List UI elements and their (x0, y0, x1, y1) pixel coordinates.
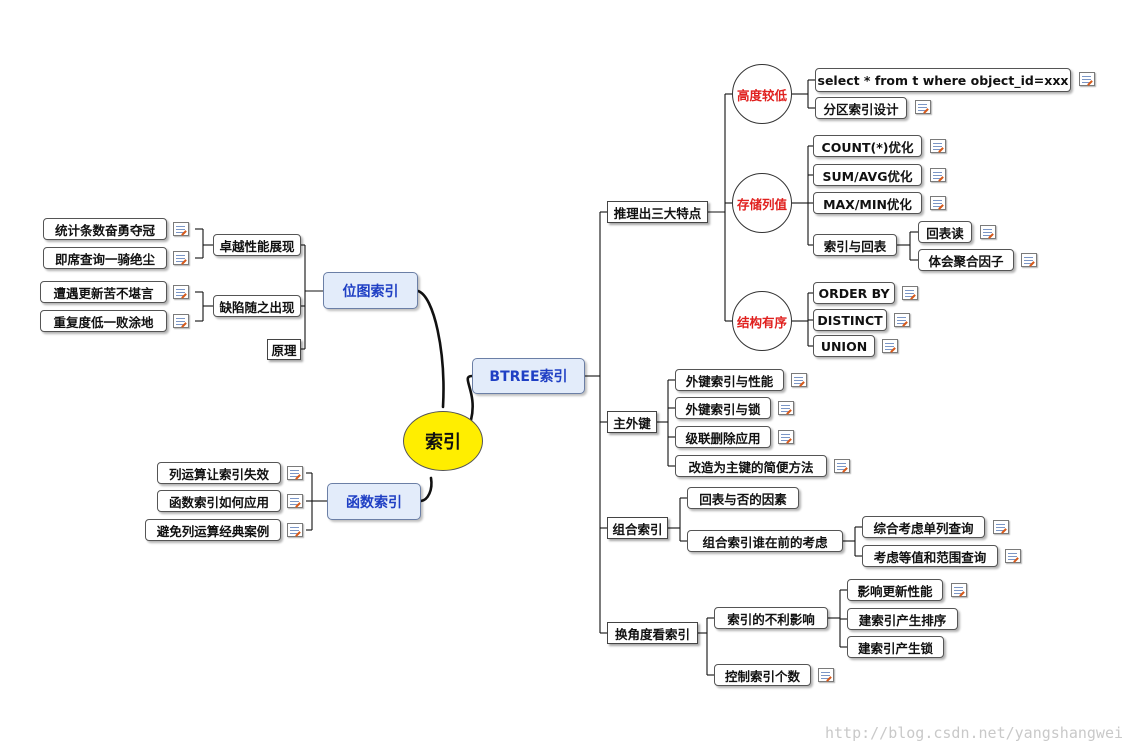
clustering-factor-item[interactable]: 体会聚合因子 (918, 249, 1014, 271)
stores-values-node[interactable]: 存储列值 (732, 173, 792, 233)
bitmap-performance-node[interactable]: 卓越性能展现 (213, 234, 301, 256)
note-icon[interactable] (778, 430, 794, 444)
watermark: http://blog.csdn.net/yangshangwei (824, 724, 1123, 742)
low-height-node[interactable]: 高度较低 (732, 64, 792, 124)
bitmap-branch[interactable]: 位图索引 (323, 272, 418, 309)
adverse-effect-item[interactable]: 建索引产生锁 (847, 636, 944, 658)
three-features-node[interactable]: 推理出三大特点 (607, 201, 708, 223)
bitmap-principle-node[interactable]: 原理 (267, 339, 301, 360)
foreign-key-item[interactable]: 外键索引与性能 (675, 369, 784, 391)
note-icon[interactable] (980, 225, 996, 239)
low-height-item[interactable]: 分区索引设计 (815, 97, 907, 119)
note-icon[interactable] (173, 222, 189, 236)
note-icon[interactable] (173, 285, 189, 299)
composite-sub-item[interactable]: 考虑等值和范围查询 (862, 545, 998, 567)
note-icon[interactable] (791, 373, 807, 387)
btree-branch[interactable]: BTREE索引 (472, 358, 585, 394)
note-icon[interactable] (778, 401, 794, 415)
function-branch[interactable]: 函数索引 (327, 483, 421, 520)
composite-item[interactable]: 组合索引谁在前的考虑 (687, 530, 843, 552)
bitmap-performance-item[interactable]: 即席查询一骑绝尘 (43, 247, 167, 269)
note-icon[interactable] (894, 313, 910, 327)
note-icon[interactable] (930, 196, 946, 210)
bitmap-defects-item[interactable]: 重复度低一败涂地 (40, 310, 167, 332)
foreign-key-item[interactable]: 改造为主键的简便方法 (675, 455, 827, 477)
adverse-effect-item[interactable]: 影响更新性能 (847, 579, 943, 601)
adverse-effect-item[interactable]: 建索引产生排序 (847, 608, 958, 630)
bitmap-defects-node[interactable]: 缺陷随之出现 (213, 295, 301, 317)
note-icon[interactable] (173, 251, 189, 265)
ordered-item[interactable]: DISTINCT (813, 309, 887, 331)
note-icon[interactable] (287, 494, 303, 508)
function-index-item[interactable]: 函数索引如何应用 (157, 490, 281, 512)
function-index-item[interactable]: 列运算让索引失效 (157, 462, 281, 484)
note-icon[interactable] (930, 168, 946, 182)
composite-sub-item[interactable]: 综合考虑单列查询 (862, 516, 985, 538)
bitmap-defects-item[interactable]: 遭遇更新苦不堪言 (40, 281, 167, 303)
bitmap-performance-item[interactable]: 统计条数奋勇夺冠 (43, 218, 167, 240)
note-icon[interactable] (818, 668, 834, 682)
note-icon[interactable] (1021, 253, 1037, 267)
ordered-item[interactable]: ORDER BY (813, 282, 895, 304)
stores-values-item[interactable]: SUM/AVG优化 (813, 164, 922, 186)
ordered-structure-node[interactable]: 结构有序 (732, 291, 792, 351)
stores-values-item[interactable]: COUNT(*)优化 (813, 135, 922, 157)
note-icon[interactable] (173, 314, 189, 328)
low-height-item[interactable]: select * from t where object_id=xxx (815, 68, 1071, 92)
note-icon[interactable] (1079, 72, 1095, 86)
note-icon[interactable] (882, 339, 898, 353)
note-icon[interactable] (915, 100, 931, 114)
another-angle-item[interactable]: 控制索引个数 (714, 664, 811, 686)
note-icon[interactable] (834, 459, 850, 473)
ordered-item[interactable]: UNION (813, 335, 875, 357)
note-icon[interactable] (993, 520, 1009, 534)
stores-values-item[interactable]: MAX/MIN优化 (813, 192, 922, 214)
function-index-item[interactable]: 避免列运算经典案例 (145, 519, 281, 541)
foreign-key-item[interactable]: 外键索引与锁 (675, 397, 771, 419)
table-access-item[interactable]: 回表读 (918, 221, 972, 243)
foreign-key-item[interactable]: 级联删除应用 (675, 426, 771, 448)
note-icon[interactable] (951, 583, 967, 597)
note-icon[interactable] (1005, 549, 1021, 563)
note-icon[interactable] (902, 286, 918, 300)
stores-values-item[interactable]: 索引与回表 (813, 234, 897, 256)
root-node[interactable]: 索引 (403, 411, 483, 471)
composite-index-node[interactable]: 组合索引 (607, 517, 668, 539)
note-icon[interactable] (930, 139, 946, 153)
note-icon[interactable] (287, 466, 303, 480)
another-angle-item[interactable]: 索引的不利影响 (714, 607, 828, 629)
foreign-key-node[interactable]: 主外键 (607, 411, 657, 433)
composite-item[interactable]: 回表与否的因素 (687, 487, 799, 509)
note-icon[interactable] (287, 523, 303, 537)
another-angle-node[interactable]: 换角度看索引 (607, 622, 698, 644)
